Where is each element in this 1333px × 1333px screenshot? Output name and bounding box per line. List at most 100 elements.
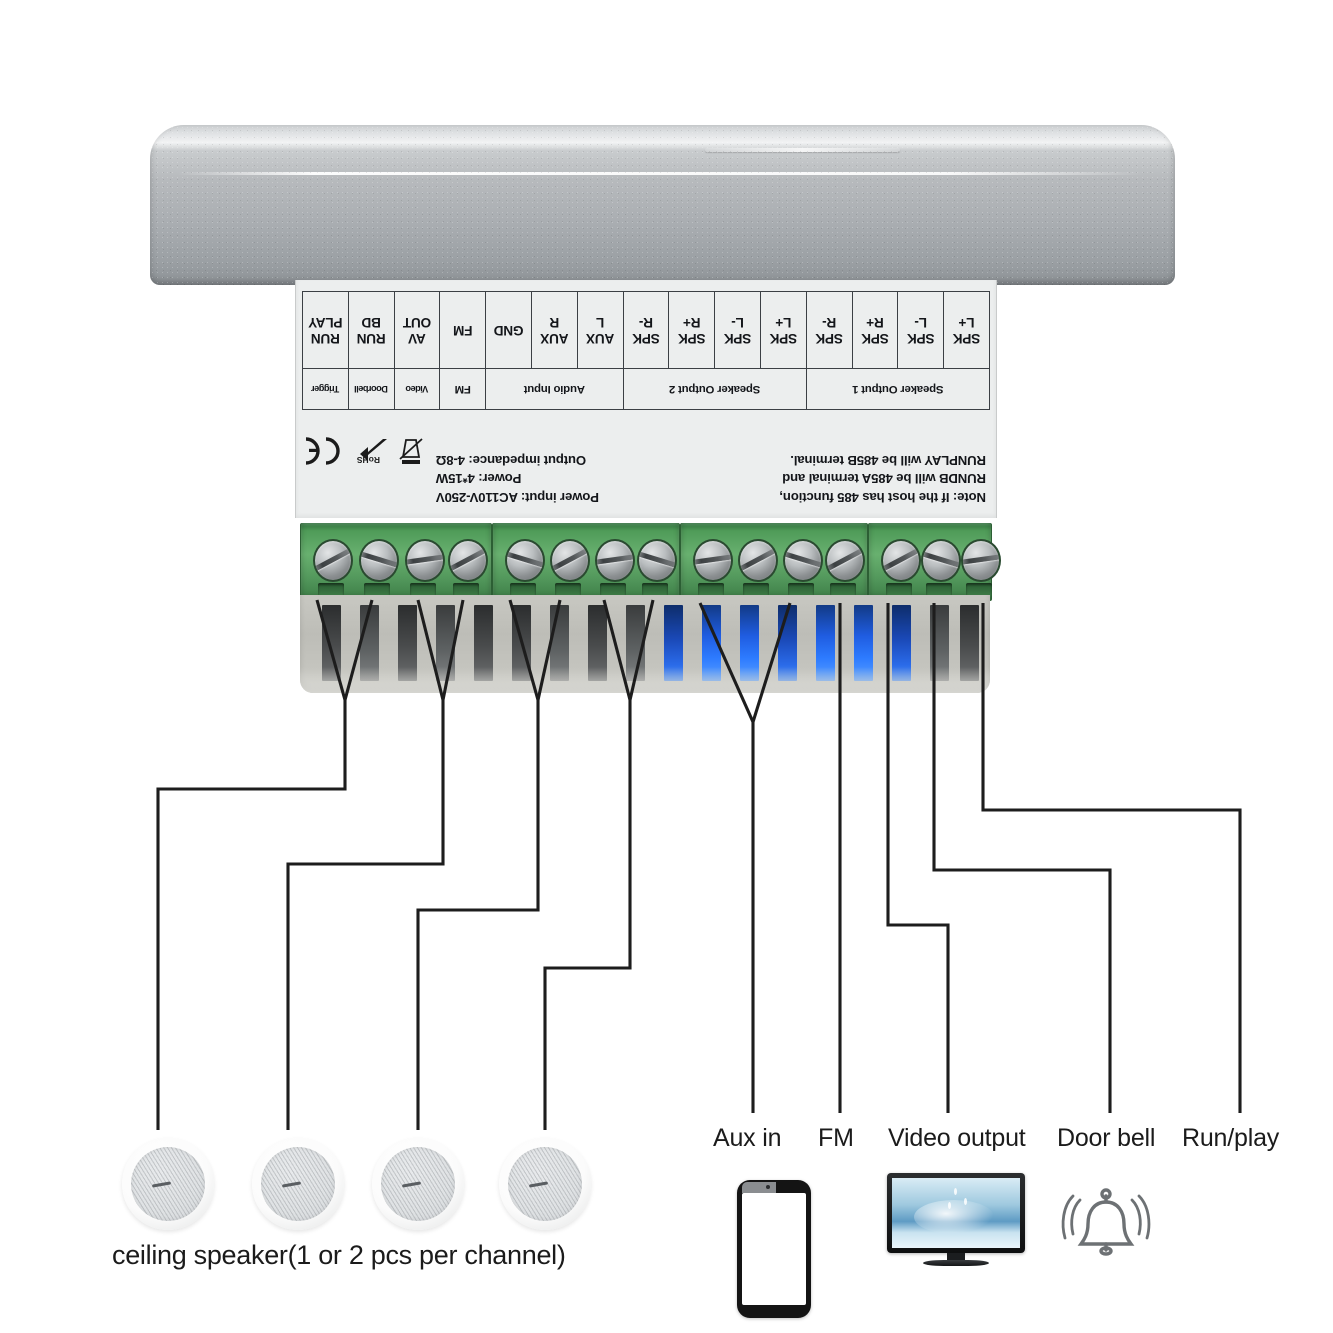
ceiling-speaker-icon-4 bbox=[499, 1138, 591, 1230]
terminal-13-line2: BD bbox=[361, 315, 381, 330]
note-line-1: Note: If the host has 485 function, bbox=[779, 490, 987, 505]
tv-screen bbox=[892, 1178, 1020, 1248]
terminal-1-line2: L- bbox=[914, 315, 928, 330]
screw-terminal-10[interactable] bbox=[783, 539, 823, 582]
group-speaker-output-1: Speaker Output 1 bbox=[806, 368, 990, 410]
screw-terminal-1[interactable] bbox=[359, 539, 399, 582]
screw-terminal-4[interactable] bbox=[505, 539, 545, 582]
group-video: Video bbox=[394, 368, 440, 410]
screw-terminal-0[interactable] bbox=[313, 539, 353, 582]
phone-screen bbox=[742, 1193, 806, 1305]
callout-label-run-play: Run/play bbox=[1182, 1124, 1280, 1152]
leader-speaker-3 bbox=[416, 700, 540, 1130]
wire-hole-2 bbox=[410, 583, 436, 596]
screw-terminal-11[interactable] bbox=[825, 539, 865, 582]
group-audio-input: Audio Input bbox=[485, 368, 624, 410]
terminal-6-line2: R+ bbox=[683, 315, 701, 330]
impedance-line: Output impedance: 4-8Ω bbox=[436, 453, 587, 468]
terminal-10-line1: GND bbox=[493, 323, 524, 338]
screw-terminal-7[interactable] bbox=[637, 539, 677, 582]
group-fm: FM bbox=[439, 368, 486, 410]
rohs-icon: RoHS bbox=[354, 436, 390, 466]
terminal-cell-11: FM bbox=[439, 291, 486, 369]
tv-bezel bbox=[887, 1173, 1025, 1253]
terminal-cell-3: SPK R- bbox=[806, 291, 853, 369]
ce-icon bbox=[302, 436, 346, 466]
ceiling-speaker-icon-3 bbox=[372, 1138, 464, 1230]
terminal-group-header-row: Speaker Output 1 Speaker Output 2 Audio … bbox=[302, 368, 990, 410]
terminal-label-table: Speaker Output 1 Speaker Output 2 Audio … bbox=[302, 291, 990, 410]
note-line-3: RUNPLAY will be 485B terminal. bbox=[790, 453, 986, 468]
terminal-12-line1: AV bbox=[408, 331, 426, 346]
vent-slot-9 bbox=[664, 605, 683, 681]
screw-terminal-row bbox=[300, 523, 1001, 601]
terminal-cell-2: SPK R+ bbox=[852, 291, 898, 369]
terminal-13-line1: RUN bbox=[356, 331, 386, 346]
certification-marks: RoHS bbox=[302, 436, 424, 470]
terminal-cell-14: RUN PLAY bbox=[302, 291, 349, 369]
screw-terminal-6[interactable] bbox=[595, 539, 635, 582]
smartphone-icon bbox=[737, 1180, 811, 1318]
terminal-block-2[interactable] bbox=[492, 523, 680, 601]
amplifier-device: Note: If the host has 485 function, RUND… bbox=[150, 125, 1175, 725]
tv-droplet-1 bbox=[954, 1188, 957, 1195]
callout-label-video-output: Video output bbox=[888, 1124, 1026, 1152]
terminal-7-line1: SPK bbox=[632, 331, 660, 346]
screw-terminal-2[interactable] bbox=[405, 539, 445, 582]
screw-terminal-9[interactable] bbox=[738, 539, 778, 582]
screw-terminal-5[interactable] bbox=[550, 539, 590, 582]
power-spec-text: Power input: AC110V-250V Power: 4*15W Ou… bbox=[436, 451, 696, 507]
terminal-cell-1: SPK L- bbox=[897, 291, 944, 369]
group-doorbell: Doorbell bbox=[348, 368, 395, 410]
phone-camera bbox=[766, 1185, 770, 1189]
device-top-shell bbox=[150, 125, 1175, 373]
tv-wallpaper-splash bbox=[914, 1200, 994, 1234]
ceiling-speaker-caption: ceiling speaker(1 or 2 pcs per channel) bbox=[112, 1240, 566, 1270]
terminal-cell-0: SPK L+ bbox=[943, 291, 990, 369]
terminal-5-line1: SPK bbox=[723, 331, 752, 346]
callout-label-fm: FM bbox=[818, 1124, 854, 1152]
terminal-cell-9: AUX R bbox=[531, 291, 578, 369]
terminal-block-4[interactable] bbox=[868, 523, 1001, 601]
vent-slot-13 bbox=[816, 605, 835, 681]
terminal-cell-10: GND bbox=[485, 291, 532, 369]
ventilation-base bbox=[300, 595, 990, 693]
screw-terminal-12[interactable] bbox=[881, 539, 921, 582]
screw-terminal-3[interactable] bbox=[448, 539, 488, 582]
wire-hole-4 bbox=[510, 583, 536, 596]
terminal-14-line1: RUN bbox=[311, 331, 340, 346]
wire-hole-0 bbox=[318, 583, 344, 596]
terminal-2-line1: SPK bbox=[861, 331, 889, 346]
note-485-text: Note: If the host has 485 function, RUND… bbox=[686, 451, 987, 507]
terminal-block-3[interactable] bbox=[680, 523, 868, 601]
callout-label-aux-in: Aux in bbox=[713, 1124, 782, 1152]
group-speaker-output-2: Speaker Output 2 bbox=[623, 368, 807, 410]
terminal-cell-7: SPK R- bbox=[623, 291, 669, 369]
tv-stand-neck bbox=[947, 1253, 965, 1262]
terminal-9-line2: R bbox=[549, 315, 560, 330]
terminal-1-line1: SPK bbox=[907, 331, 935, 346]
vent-slot-7 bbox=[588, 605, 607, 681]
power-input-line: Power input: AC110V-250V bbox=[436, 490, 600, 505]
terminal-7-line2: R- bbox=[639, 315, 653, 330]
terminal-14-line2: PLAY bbox=[308, 315, 343, 330]
screw-terminal-14[interactable] bbox=[961, 539, 1001, 582]
spec-text-block: Note: If the host has 485 function, RUND… bbox=[296, 418, 996, 506]
terminal-3-line2: R- bbox=[822, 315, 837, 330]
group-trigger: Trigger bbox=[302, 368, 349, 410]
terminal-5-line2: L- bbox=[731, 315, 744, 330]
terminal-block-1[interactable] bbox=[300, 523, 492, 601]
wire-hole-11 bbox=[830, 583, 856, 596]
terminal-8-line2: L bbox=[596, 315, 605, 330]
wire-hole-14 bbox=[966, 583, 992, 596]
terminal-0-line1: SPK bbox=[952, 331, 981, 346]
ceiling-speaker-icon-2 bbox=[252, 1138, 344, 1230]
leader-speaker-1 bbox=[156, 700, 347, 1130]
ceiling-speaker-icon-1 bbox=[122, 1138, 214, 1230]
screw-terminal-8[interactable] bbox=[693, 539, 733, 582]
note-line-2: RUNDB will be 485A terminal and bbox=[782, 471, 986, 487]
terminal-11-line1: FM bbox=[453, 323, 473, 338]
screw-terminal-13[interactable] bbox=[921, 539, 961, 582]
terminal-cell-6: SPK R+ bbox=[668, 291, 715, 369]
